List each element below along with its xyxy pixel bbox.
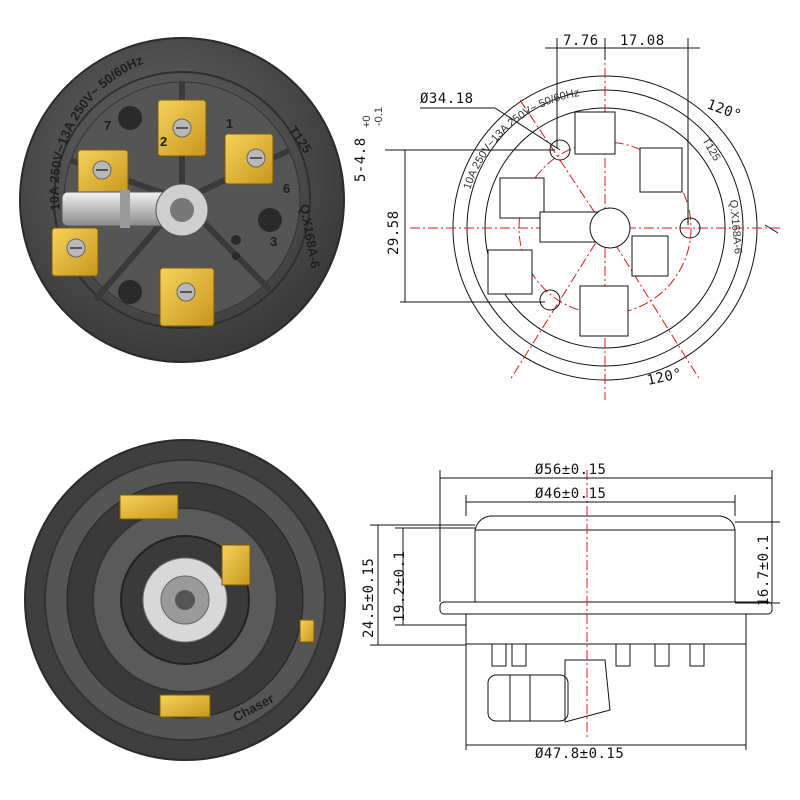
dim-outer-diameter: Ø56±0.15 <box>535 462 606 478</box>
terminal-left-bottom <box>51 227 99 277</box>
dim-total-height: 24.5±0.15 <box>361 558 377 638</box>
terminal-left-top <box>77 149 129 195</box>
front-view-photo: Chaser <box>24 439 346 761</box>
drawing-ring-text: 10A 250V~13A 250V~ 50/60Hz <box>461 87 580 191</box>
flange <box>439 601 773 615</box>
dim-base-diameter: Ø47.8±0.15 <box>535 746 624 762</box>
terminal-label-1: 1 <box>226 116 233 131</box>
side-shaft <box>487 674 569 722</box>
top-view-drawing: 10A 250V~13A 250V~ 50/60Hz Q.X168A-6 T12… <box>353 33 780 400</box>
terminal-label-6: 6 <box>283 181 290 196</box>
drawing-model-text: Q.X168A-6 <box>727 199 744 254</box>
terminal-label-2: 2 <box>160 134 167 149</box>
dim-mid-height: 19.2±0.1 <box>392 551 408 622</box>
bolt-hole-2 <box>679 217 701 239</box>
dim-hole-tol-upper: +0 <box>361 115 373 128</box>
terminal-bottom <box>159 267 215 327</box>
dim-body-height: 16.7±0.1 <box>756 535 772 606</box>
terminal-right <box>224 133 274 185</box>
dim-hole: 5-4.8 <box>353 137 369 182</box>
dim-offset-b: 17.08 <box>620 33 665 49</box>
dim-bolt-circle: Ø34.18 <box>420 91 474 107</box>
terminal-top <box>157 99 207 157</box>
terminal-label-3: 3 <box>270 234 277 249</box>
terminal-label-7: 7 <box>104 118 111 133</box>
dim-body-diameter: Ø46±0.15 <box>535 486 606 502</box>
rear-view-photo: 10A 250V~13A 250V~ 50/60Hz Q.X168A-6 T12… <box>19 37 345 363</box>
side-view-drawing: Ø56±0.15 Ø46±0.15 Ø47.8±0.15 24.5±0.15 1… <box>361 462 780 762</box>
dim-angle-bottom: 120° <box>646 366 684 389</box>
dim-height: 29.58 <box>386 210 402 255</box>
dim-hole-tol-lower: -0.1 <box>373 107 385 126</box>
shaft <box>61 183 209 237</box>
dim-angle-top: 120° <box>705 97 744 124</box>
housing-rim <box>53 71 311 329</box>
motor-body <box>474 515 736 603</box>
dim-offset-a: 7.76 <box>563 33 599 49</box>
bolt-hole-3 <box>539 289 561 311</box>
base <box>465 613 747 645</box>
